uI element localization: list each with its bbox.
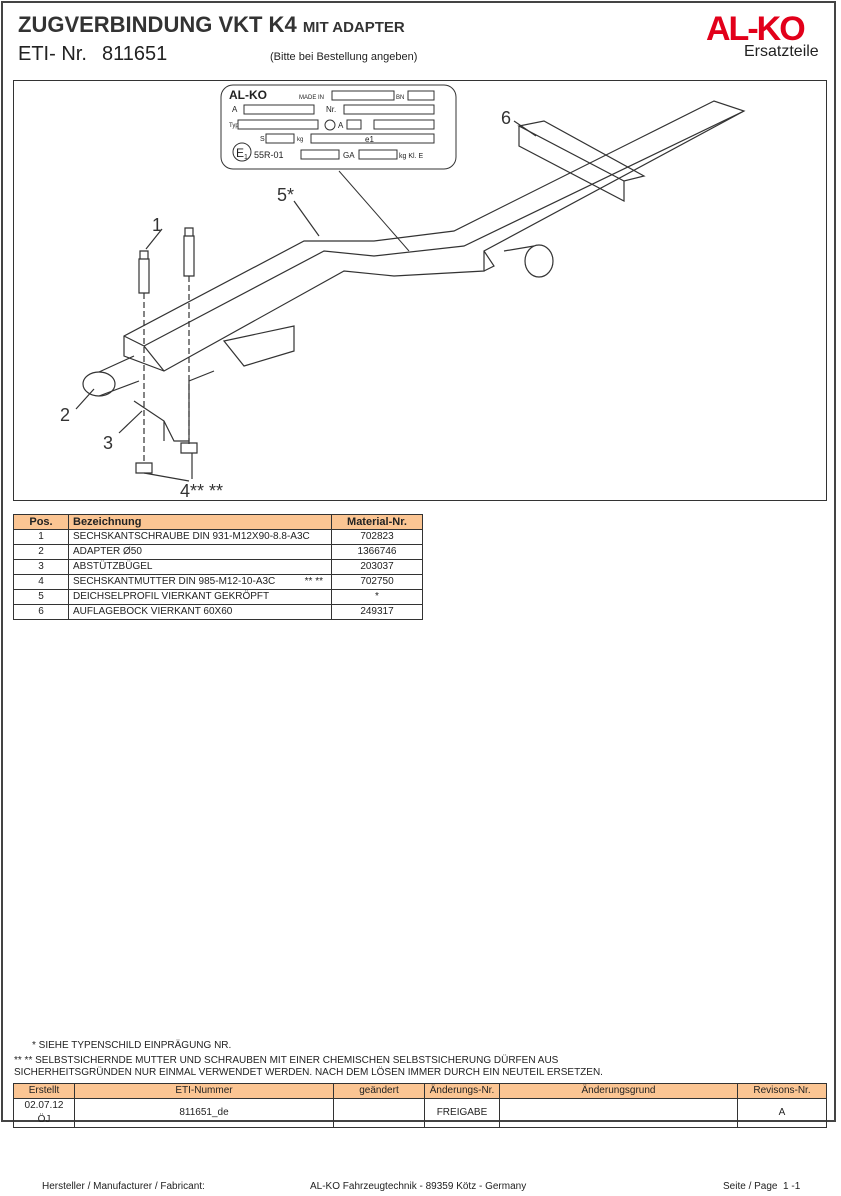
part-material: 249317 bbox=[331, 604, 423, 620]
plate-e1: e1 bbox=[365, 135, 374, 144]
plate-approval: 55R-01 bbox=[254, 150, 284, 160]
part-name: DEICHSELPROFIL VIERKANT GEKRÖPFT bbox=[68, 589, 332, 605]
plate-s: S bbox=[260, 136, 265, 143]
eti-label: ETI- Nr. bbox=[18, 43, 87, 65]
rev-created: 02.07.12 ÖJ bbox=[13, 1098, 75, 1128]
rev-col-change-no: Änderungs-Nr. bbox=[424, 1083, 500, 1099]
part-material: 203037 bbox=[331, 559, 423, 575]
revision-row: 02.07.12 ÖJ 811651_de FREIGABE A bbox=[13, 1098, 827, 1128]
part-material: 1366746 bbox=[331, 544, 423, 560]
part-name: ABSTÜTZBÜGEL bbox=[68, 559, 332, 575]
title-main: ZUGVERBINDUNG VKT K4 bbox=[18, 12, 297, 37]
callout-6: 6 bbox=[501, 108, 511, 128]
part-mark: ** ** bbox=[304, 576, 323, 587]
parts-row: 5 DEICHSELPROFIL VIERKANT GEKRÖPFT * bbox=[13, 589, 423, 605]
plate-kl: kg Kl. E bbox=[399, 153, 423, 160]
note-selflocking-1: ** ** SELBSTSICHERNDE MUTTER UND SCHRAUB… bbox=[14, 1055, 559, 1066]
title-suffix: MIT ADAPTER bbox=[302, 19, 405, 36]
plate-a: A bbox=[232, 105, 238, 114]
part-pos: 5 bbox=[13, 589, 69, 605]
rev-col-reason: Änderungsgrund bbox=[499, 1083, 738, 1099]
subtitle: Ersatzteile bbox=[744, 43, 819, 60]
parts-row: 1 SECHSKANTSCHRAUBE DIN 931-M12X90-8.8-A3… bbox=[13, 529, 423, 545]
part-material: * bbox=[331, 589, 423, 605]
plate-a2: A bbox=[338, 121, 344, 130]
plate-kg: kg bbox=[297, 137, 303, 143]
part-name: AUFLAGEBOCK VIERKANT 60X60 bbox=[68, 604, 332, 620]
footer-manufacturer: AL-KO Fahrzeugtechnik - 89359 Kötz - Ger… bbox=[310, 1181, 527, 1192]
callout-1: 1 bbox=[152, 215, 162, 235]
eti-number: 811651 bbox=[102, 43, 168, 65]
plate-bn: BN bbox=[396, 95, 404, 101]
page-title: ZUGVERBINDUNG VKT K4 MIT ADAPTER bbox=[18, 12, 405, 38]
col-material: Material-Nr. bbox=[331, 514, 423, 530]
part-name-text: SECHSKANTMUTTER DIN 985-M12-10-A3C bbox=[73, 576, 276, 587]
rev-col-changed: geändert bbox=[333, 1083, 425, 1099]
type-plate: AL-KO MADE IN BN A Nr. Typ A S kg e1 E 1… bbox=[220, 84, 457, 252]
rev-reason bbox=[499, 1098, 738, 1128]
note-selflocking-2: SICHERHEITSGRÜNDEN NUR EINMAL VERWENDET … bbox=[14, 1067, 603, 1078]
plate-e-mark-sub: 1 bbox=[244, 154, 248, 161]
callout-5: 5* bbox=[277, 185, 294, 205]
footer-manufacturer-label: Hersteller / Manufacturer / Fabricant: bbox=[42, 1181, 205, 1192]
parts-row: 3 ABSTÜTZBÜGEL 203037 bbox=[13, 559, 423, 575]
parts-row: 4 SECHSKANTMUTTER DIN 985-M12-10-A3C ** **… bbox=[13, 574, 423, 590]
part-name-text: ABSTÜTZBÜGEL bbox=[73, 561, 153, 572]
part-name: SECHSKANTMUTTER DIN 985-M12-10-A3C ** ** bbox=[68, 574, 332, 590]
revision-table: Erstellt ETI-Nummer geändert Änderungs-N… bbox=[13, 1083, 827, 1128]
rev-change-no: FREIGABE bbox=[424, 1098, 500, 1128]
rev-col-eti: ETI-Nummer bbox=[74, 1083, 334, 1099]
rev-eti: 811651_de bbox=[74, 1098, 334, 1128]
rev-col-revision: Revisons-Nr. bbox=[737, 1083, 827, 1099]
plate-logo: AL-KO bbox=[229, 88, 267, 102]
plate-made-in: MADE IN bbox=[299, 95, 324, 101]
drawbar-profile bbox=[75, 100, 746, 482]
col-name: Bezeichnung bbox=[68, 514, 332, 530]
part-name: SECHSKANTSCHRAUBE DIN 931-M12X90-8.8-A3C bbox=[68, 529, 332, 545]
parts-row: 6 AUFLAGEBOCK VIERKANT 60X60 249317 bbox=[13, 604, 423, 620]
part-material: 702750 bbox=[331, 574, 423, 590]
part-name: ADAPTER Ø50 bbox=[68, 544, 332, 560]
plate-nr: Nr. bbox=[326, 105, 336, 114]
note-typeplate: * SIEHE TYPENSCHILD EINPRÄGUNG NR. bbox=[32, 1040, 232, 1051]
drawbar-illustration: AL-KO MADE IN BN A Nr. Typ A S kg e1 E 1… bbox=[60, 84, 746, 501]
part-pos: 4 bbox=[13, 574, 69, 590]
plate-ga: GA bbox=[343, 151, 355, 160]
rev-changed bbox=[333, 1098, 425, 1128]
parts-row: 2 ADAPTER Ø50 1366746 bbox=[13, 544, 423, 560]
part-pos: 2 bbox=[13, 544, 69, 560]
part-material: 702823 bbox=[331, 529, 423, 545]
callout-2: 2 bbox=[60, 405, 70, 425]
alko-logo: AL-KO bbox=[706, 10, 806, 48]
part-pos: 6 bbox=[13, 604, 69, 620]
order-hint: (Bitte bei Bestellung angeben) bbox=[270, 51, 418, 63]
col-pos: Pos. bbox=[13, 514, 69, 530]
footer-page: Seite / Page 1 -1 bbox=[723, 1181, 801, 1192]
callout-4: 4** ** bbox=[180, 481, 223, 500]
rev-col-created: Erstellt bbox=[13, 1083, 75, 1099]
plate-e-mark: E bbox=[236, 146, 244, 160]
plate-typ: Typ bbox=[229, 123, 239, 129]
part-name-text: DEICHSELPROFIL VIERKANT GEKRÖPFT bbox=[73, 591, 270, 602]
part-pos: 3 bbox=[13, 559, 69, 575]
part-pos: 1 bbox=[13, 529, 69, 545]
part-name-text: AUFLAGEBOCK VIERKANT 60X60 bbox=[73, 606, 233, 617]
callout-3: 3 bbox=[103, 433, 113, 453]
part-name-text: SECHSKANTSCHRAUBE DIN 931-M12X90-8.8-A3C bbox=[73, 531, 310, 542]
rev-revision: A bbox=[737, 1098, 827, 1128]
part-name-text: ADAPTER Ø50 bbox=[73, 546, 142, 557]
exploded-drawing: AL-KO MADE IN BN A Nr. Typ A S kg e1 E 1… bbox=[13, 80, 827, 501]
